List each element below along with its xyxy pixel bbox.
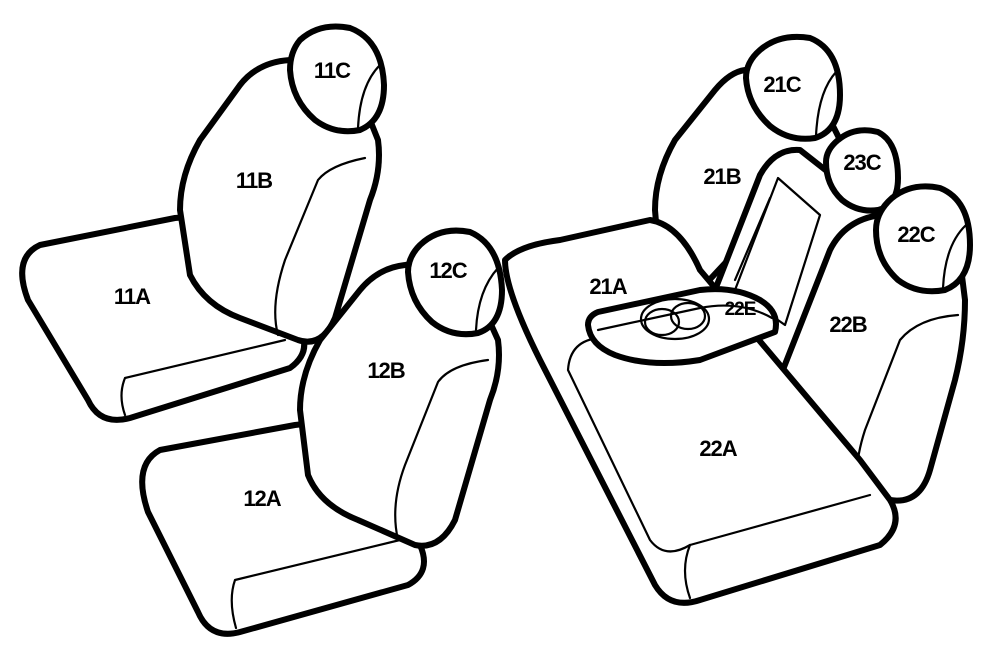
headrest-12c-side <box>474 266 500 332</box>
seat-headrest-23c <box>823 127 901 214</box>
cushion-11a-front-panel <box>120 338 287 417</box>
label-22b: 22B <box>829 312 866 337</box>
label-22c: 22C <box>897 222 935 247</box>
label-22a: 22A <box>699 436 737 461</box>
backrest-12b-side-panel <box>394 358 490 542</box>
cup-holder-left <box>643 307 681 337</box>
headrest-22c-side <box>941 223 968 290</box>
label-11b: 11B <box>236 168 272 193</box>
headrest-21c-side <box>814 70 838 138</box>
label-11c: 11C <box>314 58 351 83</box>
armrest-22e <box>585 286 779 367</box>
label-21b: 21B <box>703 164 740 189</box>
cushion-22a-left-edge <box>566 336 692 553</box>
label-12b: 12B <box>367 358 404 383</box>
rear-bench-seat <box>502 33 973 606</box>
cup-holder-frame <box>639 297 711 341</box>
front-right-seat <box>139 227 505 637</box>
cup-holder-right <box>669 301 707 331</box>
label-22e: 22E <box>725 299 756 320</box>
front-left-seat <box>19 23 387 423</box>
label-11a: 11A <box>114 284 151 309</box>
seat-headrest-21c <box>743 33 843 142</box>
backrest-11b-side-panel <box>274 156 367 337</box>
cushion-22a-front-panel <box>683 493 872 600</box>
label-12a: 12A <box>243 486 281 511</box>
cushion-12a-front-panel <box>230 538 402 630</box>
label-21c: 21C <box>763 72 801 97</box>
label-12c: 12C <box>429 258 467 283</box>
part-labels: 11A 11B 11C 12A 12B 12C 21A 21B 21C 22A … <box>114 58 937 511</box>
label-21a: 21A <box>589 274 627 299</box>
headrest-11c-side <box>356 63 382 130</box>
label-23c: 23C <box>843 150 881 175</box>
center-backrest-panel <box>733 176 822 327</box>
center-backrest-groove <box>733 196 772 282</box>
